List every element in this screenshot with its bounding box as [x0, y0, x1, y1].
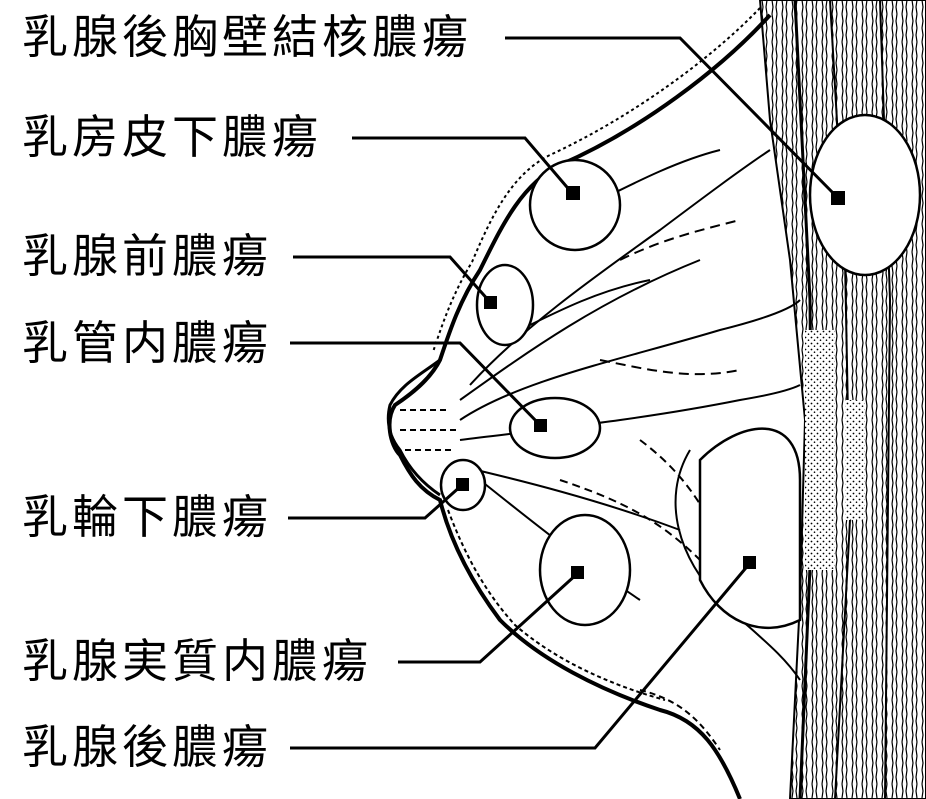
label-intraductal-abscess: 乳管内膿瘍 — [22, 320, 272, 366]
label-premammary-abscess: 乳腺前膿瘍 — [22, 233, 272, 279]
label-subareolar-abscess: 乳輪下膿瘍 — [22, 494, 272, 540]
label-retromammary-abscess: 乳腺後膿瘍 — [22, 724, 272, 770]
label-retromammary-chest-wall-tb-abscess: 乳腺後胸壁結核膿瘍 — [22, 14, 472, 60]
label-subcutaneous-abscess: 乳房皮下膿瘍 — [22, 114, 322, 160]
label-intraparenchymal-abscess: 乳腺実質内膿瘍 — [22, 638, 372, 684]
chest-wall — [760, 0, 926, 799]
